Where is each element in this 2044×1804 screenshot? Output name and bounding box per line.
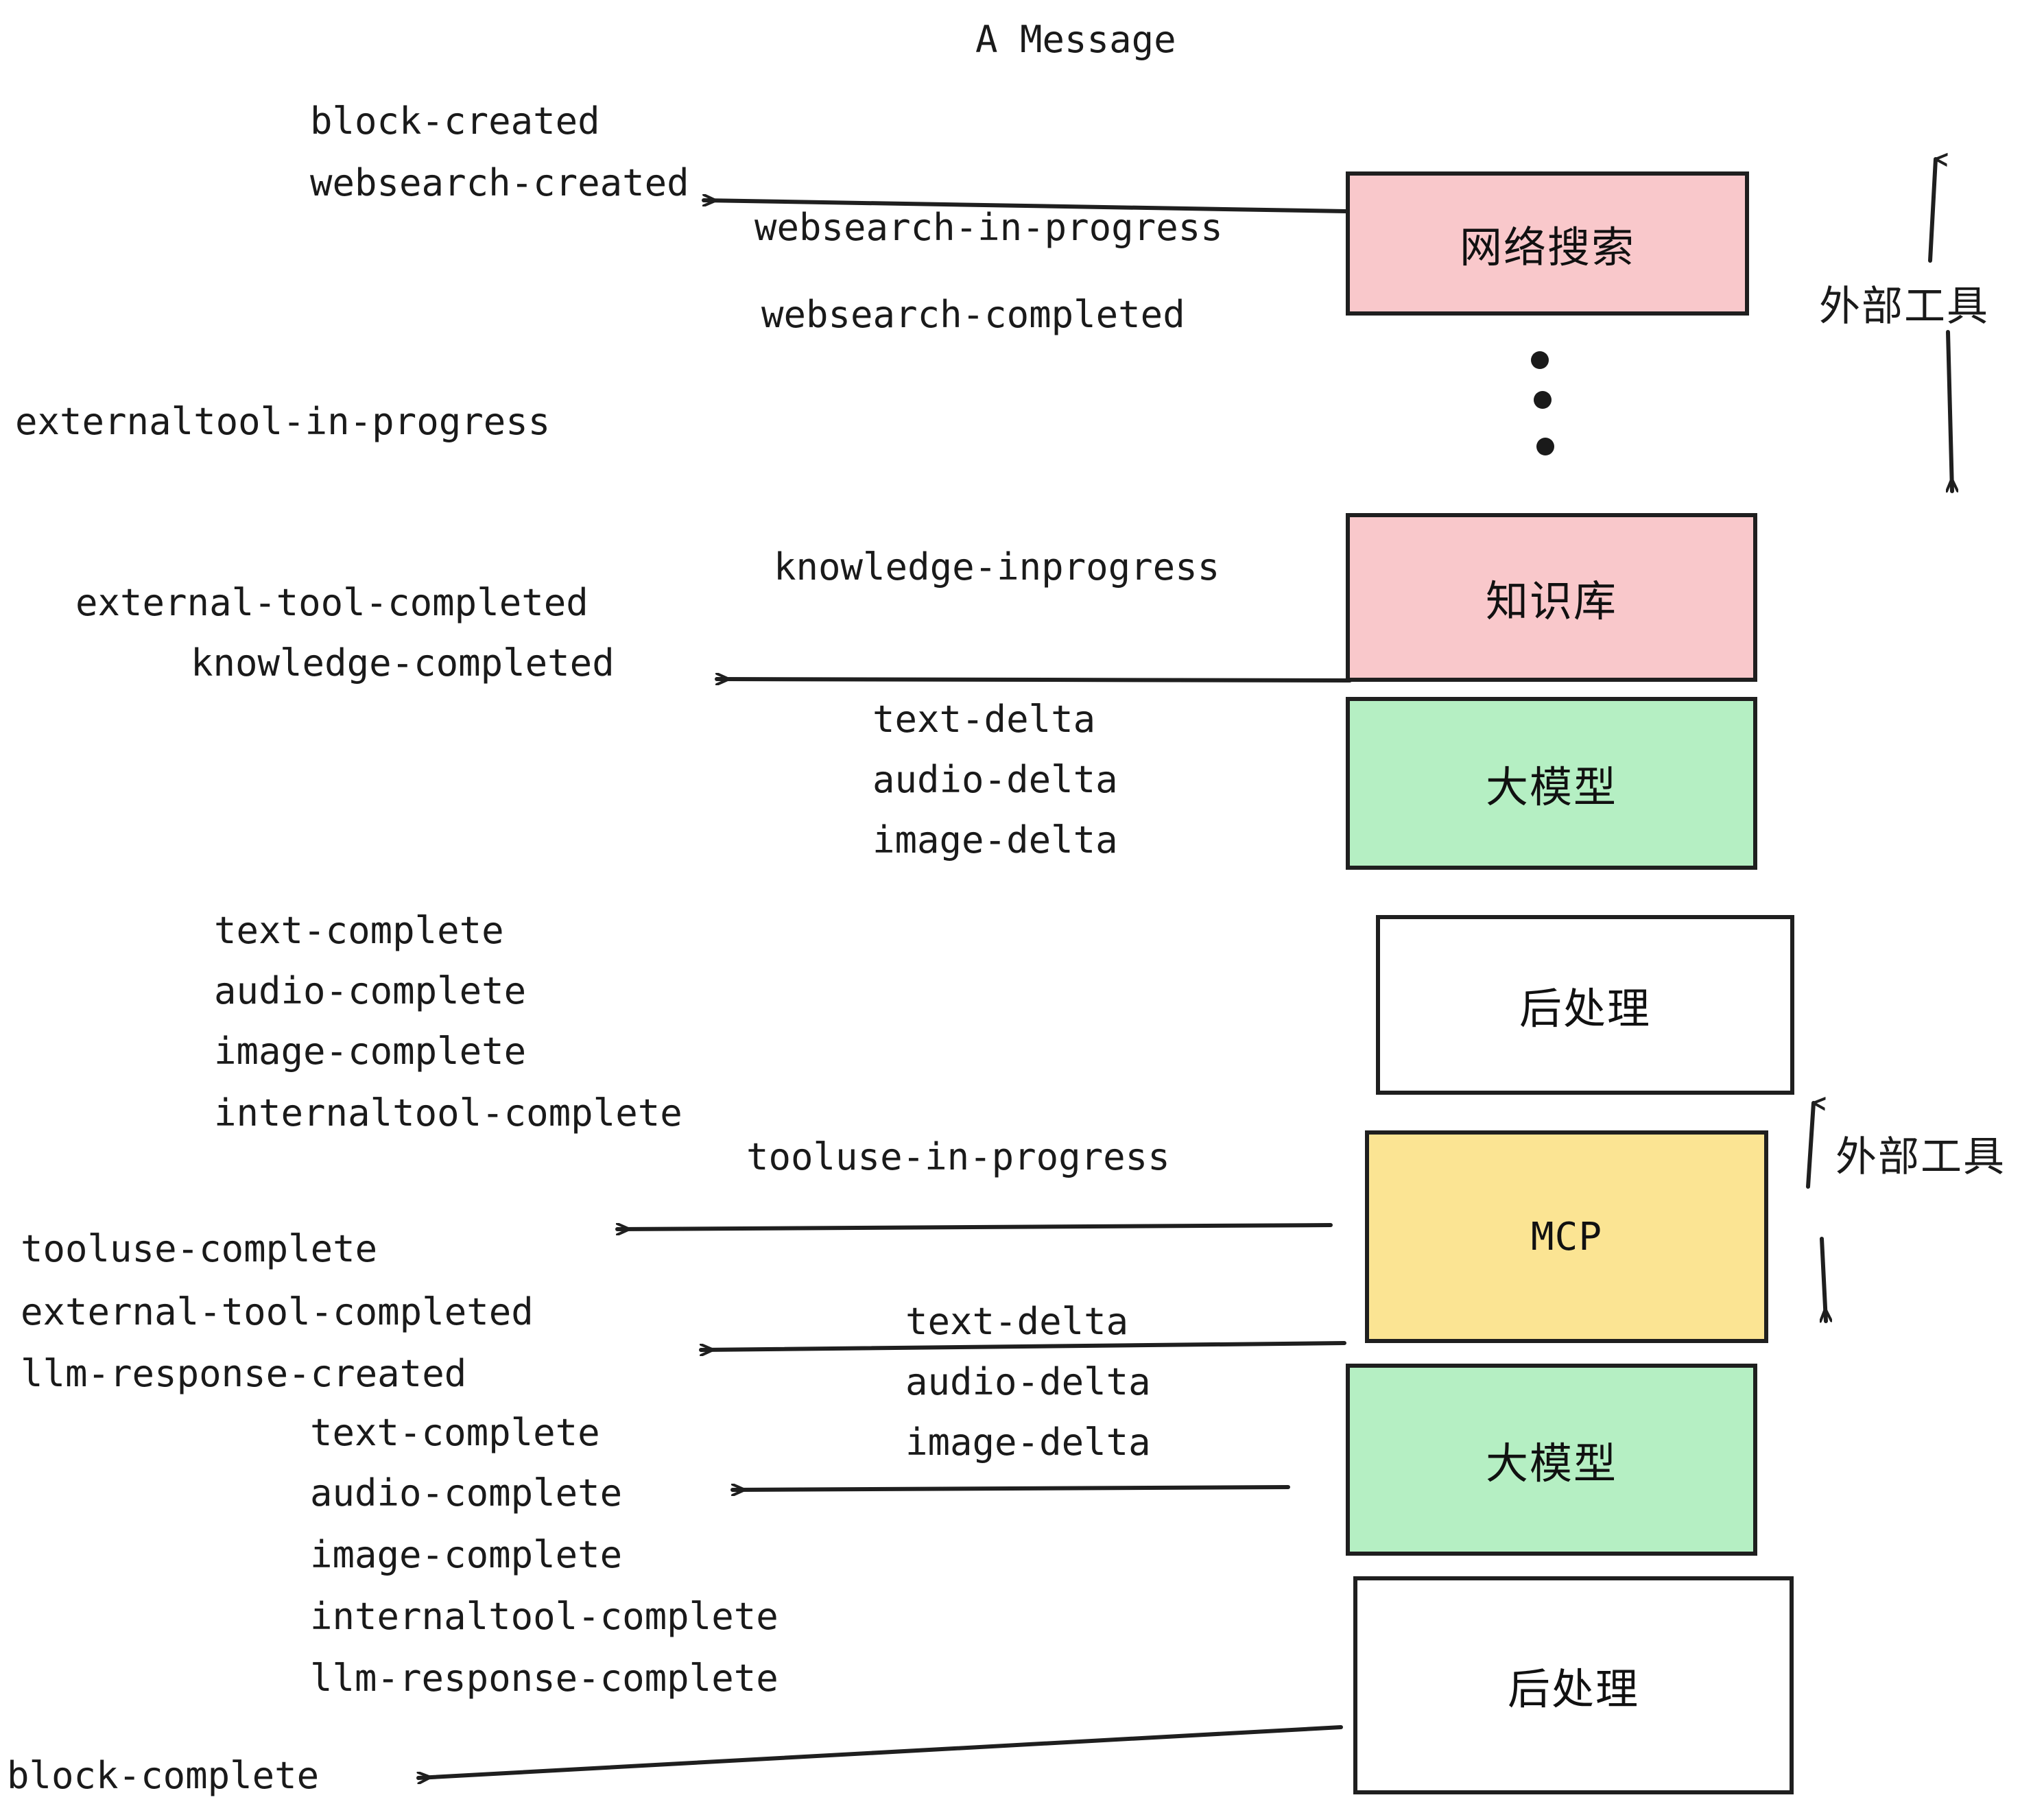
arrow-knowledge-to-completed (715, 679, 1352, 680)
event-block-complete: block-complete (7, 1754, 320, 1797)
event-text-complete-1: text-complete (214, 909, 504, 952)
event-tooluse-complete: tooluse-complete (21, 1227, 378, 1270)
event-image-delta-2: image-delta (905, 1421, 1151, 1464)
event-audio-complete-1: audio-complete (214, 969, 527, 1012)
external-tool-label-top: 外部工具 (1819, 283, 1989, 331)
box-llm-2-label: 大模型 (1485, 1438, 1617, 1488)
box-knowledge[interactable]: 知识库 (1346, 513, 1757, 682)
event-text-delta-1: text-delta (872, 698, 1096, 741)
event-websearch-in-progress: websearch-in-progress (754, 206, 1223, 249)
box-knowledge-label: 知识库 (1485, 576, 1617, 626)
event-image-complete-1: image-complete (214, 1030, 527, 1073)
ellipsis-dot-icon (1536, 438, 1554, 455)
event-llm-response-created: llm-response-created (21, 1352, 467, 1395)
box-postprocess-2[interactable]: 后处理 (1353, 1576, 1794, 1794)
box-postprocess-1[interactable]: 后处理 (1376, 915, 1794, 1095)
box-websearch[interactable]: 网络搜索 (1346, 171, 1749, 316)
page-title: A Message (975, 18, 1176, 61)
event-knowledge-inprogress: knowledge-inprogress (774, 545, 1220, 589)
box-mcp[interactable]: MCP (1365, 1130, 1768, 1343)
event-websearch-completed: websearch-completed (761, 293, 1185, 336)
box-postprocess-1-label: 后处理 (1519, 984, 1651, 1034)
event-knowledge-completed: knowledge-completed (191, 641, 615, 685)
arrow-external-tool-bottom-down (1822, 1237, 1826, 1323)
box-postprocess-2-label: 后处理 (1507, 1664, 1639, 1714)
arrow-external-tool-top-up (1928, 159, 1936, 263)
event-block-created: block-created (310, 99, 600, 143)
event-external-tool-completed-2: external-tool-completed (21, 1290, 534, 1333)
event-audio-delta-2: audio-delta (905, 1360, 1151, 1403)
event-audio-delta-1: audio-delta (872, 758, 1118, 801)
event-image-delta-1: image-delta (872, 818, 1118, 862)
event-text-complete-2: text-complete (310, 1411, 600, 1454)
box-websearch-label: 网络搜索 (1459, 222, 1635, 272)
ellipsis-dot-icon (1534, 391, 1552, 409)
event-websearch-created: websearch-created (310, 161, 689, 204)
ellipsis-dot-icon (1531, 351, 1549, 369)
arrow-mcp-to-image-complete (615, 1225, 1333, 1229)
arrow-external-tool-top-down (1948, 330, 1952, 493)
external-tool-label-bottom: 外部工具 (1835, 1133, 2006, 1181)
event-externaltool-in-progress: externaltool-in-progress (15, 400, 551, 443)
arrow-external-tool-bottom-up (1806, 1103, 1814, 1189)
event-external-tool-completed-1: external-tool-completed (75, 581, 589, 624)
event-llm-response-complete: llm-response-complete (310, 1657, 779, 1700)
event-internaltool-complete-1: internaltool-complete (214, 1091, 682, 1135)
box-mcp-label: MCP (1530, 1214, 1603, 1259)
arrow-llm2-to-audio-complete (730, 1487, 1290, 1490)
box-llm-2[interactable]: 大模型 (1346, 1364, 1757, 1556)
event-internaltool-complete-2: internaltool-complete (310, 1595, 779, 1638)
arrow-mcp-to-tooluse-complete (699, 1341, 1346, 1350)
event-text-delta-2: text-delta (905, 1300, 1129, 1343)
event-image-complete-2: image-complete (310, 1533, 623, 1576)
box-llm-1[interactable]: 大模型 (1346, 697, 1757, 870)
arrow-postprocess-to-block-complete (416, 1725, 1343, 1778)
event-tooluse-in-progress: tooluse-in-progress (746, 1135, 1170, 1178)
event-audio-complete-2: audio-complete (310, 1471, 623, 1515)
box-llm-1-label: 大模型 (1485, 762, 1617, 812)
